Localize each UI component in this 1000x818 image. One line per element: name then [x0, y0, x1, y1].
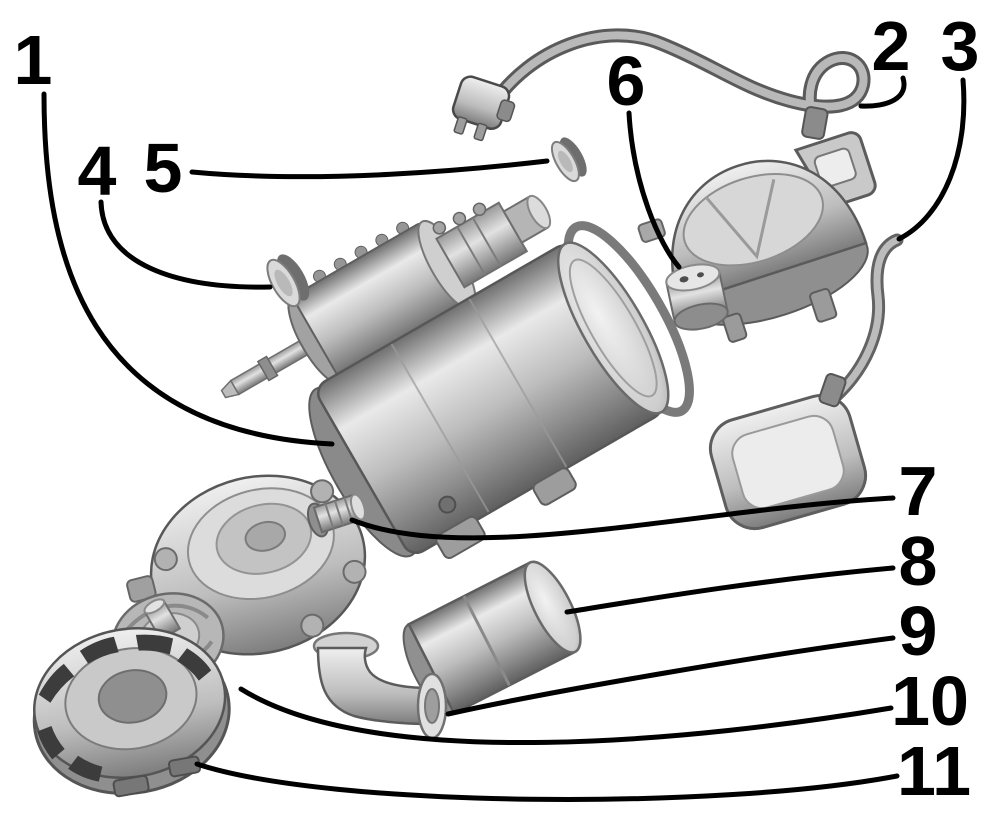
leader-line-9 [445, 635, 896, 717]
callout-number-5: 5 [144, 129, 183, 207]
callout-number-2: 2 [872, 7, 911, 85]
leader-line-1 [41, 91, 335, 447]
leader-line-11 [194, 761, 900, 802]
leader-line-5 [189, 158, 550, 180]
cable-gland [801, 106, 829, 140]
callout-number-3: 3 [941, 7, 980, 85]
callout-number-7: 7 [899, 452, 938, 530]
strainer-base [32, 627, 231, 798]
leader-lines [41, 75, 967, 802]
callout-number-9: 9 [899, 592, 938, 670]
cable-grommet [665, 263, 729, 331]
handle-opening [813, 147, 857, 189]
leader-line-4 [98, 199, 273, 290]
motor-housing [308, 221, 694, 559]
leader-line-7 [349, 495, 896, 541]
leader-line-10 [238, 686, 894, 746]
leader-line-2 [858, 75, 907, 109]
rear-bearing-cap [266, 254, 310, 308]
capacitor [402, 560, 582, 716]
power-plug [451, 75, 516, 142]
power-cable [451, 28, 871, 142]
motor-top-cover [637, 131, 877, 343]
leader-line-6 [626, 110, 682, 270]
rotor-shaft-assembly [220, 194, 552, 399]
callout-number-11: 11 [897, 732, 971, 810]
front-bearing-cap [550, 137, 587, 183]
callout-number-8: 8 [899, 522, 938, 600]
callout-number-10: 10 [891, 662, 969, 740]
leader-line-8 [564, 565, 896, 615]
callout-number-1: 1 [14, 21, 53, 99]
strainer-slots [37, 634, 212, 782]
float-switch [708, 373, 868, 531]
callout-number-6: 6 [607, 42, 646, 120]
leader-line-3 [896, 77, 967, 242]
discharge-elbow [312, 631, 448, 740]
float-switch-assembly [708, 233, 904, 531]
callout-number-4: 4 [78, 132, 117, 210]
